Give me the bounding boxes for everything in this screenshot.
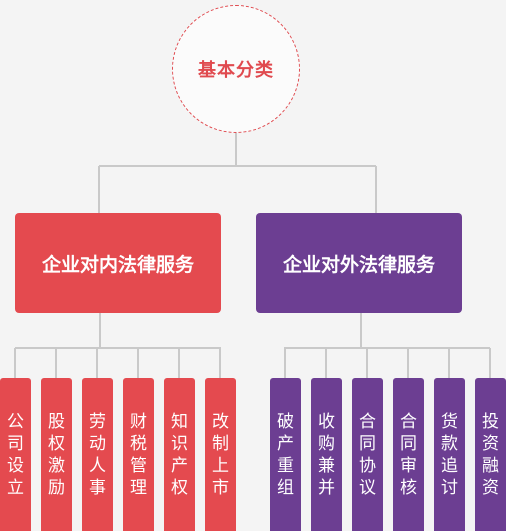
leaf-external-2: 收购兼并 <box>311 378 342 531</box>
leaf-label: 收购兼并 <box>318 412 335 498</box>
branch-label: 企业对内法律服务 <box>41 253 194 276</box>
root-label: 基本分类 <box>198 60 274 81</box>
leaf-internal-6: 改制上市 <box>205 378 236 531</box>
root-node: 基本分类 <box>172 5 300 133</box>
leaf-external-3: 合同协议 <box>352 378 383 531</box>
leaf-label: 股权激励 <box>48 412 65 498</box>
leaf-label: 合同协议 <box>359 412 376 498</box>
leaf-label: 投资融资 <box>482 412 499 498</box>
leaf-label: 知识产权 <box>171 412 188 498</box>
leaf-label: 破产重组 <box>277 412 294 498</box>
leaf-internal-3: 劳动人事 <box>82 378 113 531</box>
leaf-label: 劳动人事 <box>89 412 106 498</box>
leaf-internal-2: 股权激励 <box>41 378 72 531</box>
leaf-internal-5: 知识产权 <box>164 378 195 531</box>
leaf-label: 货款追讨 <box>441 412 458 498</box>
branch-label: 企业对外法律服务 <box>282 253 435 276</box>
leaf-internal-4: 财税管理 <box>123 378 154 531</box>
leaf-label: 财税管理 <box>130 412 147 498</box>
branch-internal-services: 企业对内法律服务 <box>15 213 221 313</box>
leaf-label: 合同审核 <box>400 412 417 498</box>
leaf-label: 改制上市 <box>212 412 229 498</box>
leaf-external-1: 破产重组 <box>270 378 301 531</box>
leaf-label: 公司设立 <box>7 412 24 498</box>
leaf-external-5: 货款追讨 <box>434 378 465 531</box>
branch-external-services: 企业对外法律服务 <box>256 213 462 313</box>
leaf-external-4: 合同审核 <box>393 378 424 531</box>
leaf-internal-1: 公司设立 <box>0 378 31 531</box>
leaf-external-6: 投资融资 <box>475 378 506 531</box>
